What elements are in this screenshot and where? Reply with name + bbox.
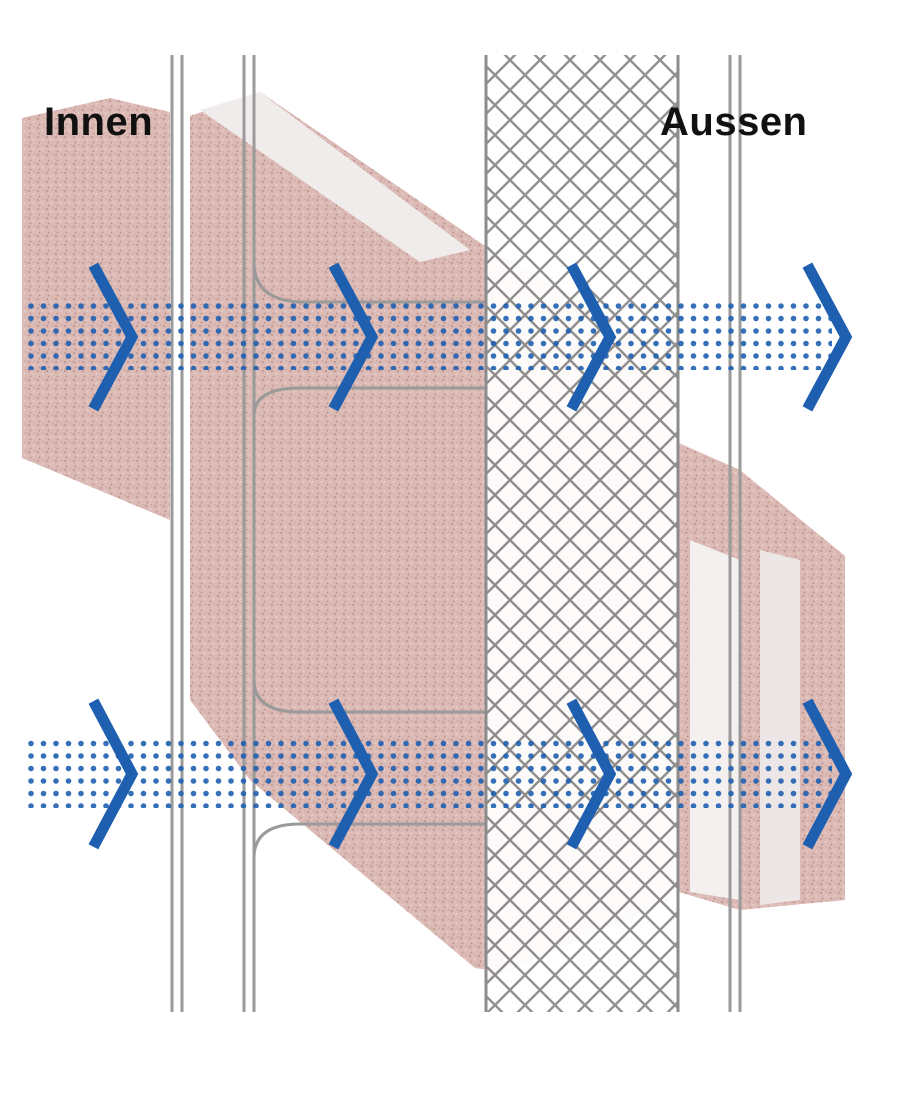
inside-label: Innen <box>44 100 154 144</box>
chevron-right-icon <box>88 262 139 412</box>
lower-vapor-flow <box>24 698 853 850</box>
mesh-layer <box>484 55 680 1012</box>
dotted-flow-band <box>24 302 832 370</box>
chevron-right-icon <box>328 698 379 850</box>
chevron-right-icon <box>88 698 139 850</box>
dotted-flow-band <box>24 740 832 808</box>
membrane-layers <box>170 55 742 1012</box>
chevron-right-icon <box>566 262 617 412</box>
chevron-right-icon <box>566 698 617 850</box>
chevron-right-icon <box>802 698 853 850</box>
chevron-right-icon <box>328 262 379 412</box>
brick-block <box>22 92 845 980</box>
chevron-right-icon <box>802 262 853 412</box>
upper-vapor-flow <box>24 262 853 412</box>
outside-label: Aussen <box>660 100 808 144</box>
